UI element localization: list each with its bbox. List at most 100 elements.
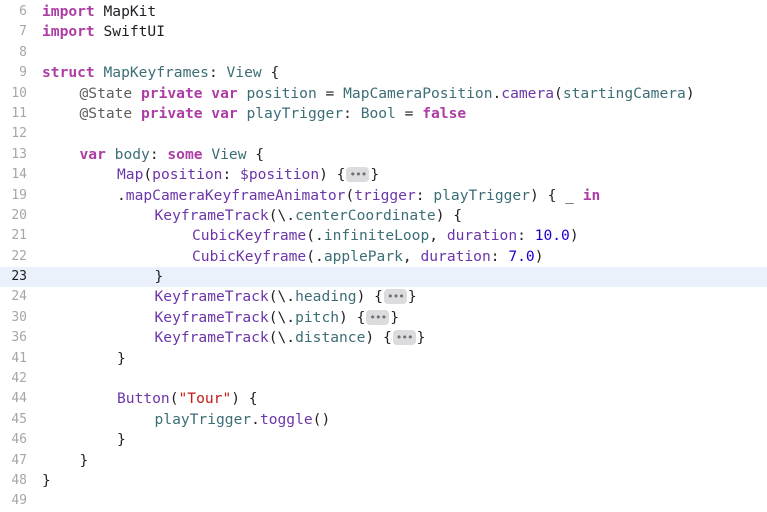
code-text: @State private var position = MapCameraP… [80,84,695,104]
code-line[interactable]: 42 [0,369,767,389]
code-line[interactable]: 46} [0,430,767,450]
code-line[interactable]: 11@State private var playTrigger: Bool =… [0,104,767,124]
line-number: 46 [11,432,27,448]
code-token [106,146,115,163]
code-token: duration [446,227,518,245]
code-line[interactable]: 24 KeyframeTrack(\.heading) {•••} [0,287,767,307]
code-token: ) { [356,288,383,306]
code-token: : [490,247,509,265]
fold-ellipsis-button[interactable]: ••• [366,309,390,325]
code-token: import [42,23,95,41]
code-token: KeyframeTrack [154,308,269,326]
line-number: 36 [11,330,27,346]
code-line[interactable]: 23} [0,267,767,288]
code-token: ) [685,84,695,102]
code-token: . [492,84,502,102]
code-line[interactable]: 19.mapCameraKeyframeAnimator(trigger: pl… [0,186,767,206]
code-line[interactable]: 10 @State private var position = MapCamer… [0,84,767,104]
code-line[interactable]: 12 [0,124,767,144]
code-token: } [117,431,126,449]
code-token: : [149,145,168,163]
code-text: import MapKit [42,2,156,22]
code-token: { [246,145,265,163]
code-token: toggle [259,410,313,428]
code-token: MapCameraPosition [343,84,493,102]
line-number: 10 [11,85,27,101]
code-token: , [402,247,421,265]
line-number: 6 [19,4,27,19]
code-token [95,64,104,81]
fold-ellipsis-button[interactable]: ••• [346,167,370,183]
code-token: private var [141,104,238,122]
line-number: 48 [11,472,27,488]
code-token: duration [420,247,491,265]
code-token: ) { [435,206,463,224]
code-line[interactable]: 36 KeyframeTrack(\.distance) {•••} [0,328,767,348]
code-token: import [42,3,95,20]
code-text: KeyframeTrack(\.heading) {•••} [155,287,417,307]
code-token: MapKeyframes [103,64,209,82]
code-text: var body: some View { [80,145,265,165]
code-token: } [407,288,417,306]
code-token: ( [169,390,179,408]
code-text: KeyframeTrack(\.centerCoordinate) { [155,206,463,226]
line-number: 24 [11,289,27,305]
code-line[interactable]: 6 import MapKit [0,2,767,22]
code-text: CubicKeyframe(.infiniteLoop, duration: 1… [192,226,579,246]
code-token: pitch [295,308,340,326]
code-line[interactable]: 49 [0,491,767,511]
code-token: @State [79,84,133,102]
line-number: 12 [11,126,27,142]
line-number: 8 [19,44,27,60]
code-text: struct MapKeyframes: View { [42,63,279,83]
code-token: heading [295,288,357,306]
code-token: ) { [365,329,392,347]
code-token: . [251,410,260,428]
code-token [132,105,141,122]
code-token: : [222,166,241,184]
code-text: CubicKeyframe(.applePark, duration: 7.0) [192,247,544,267]
code-token: "Tour" [178,390,232,408]
code-token: some [167,145,203,163]
code-token: ) { _ [530,186,583,204]
code-token: ( [554,84,563,102]
code-line[interactable]: 41} [0,349,767,369]
code-token: mapCameraKeyframeAnimator [125,186,346,204]
code-token: : [415,186,434,204]
code-token: } [370,166,380,184]
code-token: View [226,64,262,82]
code-text: } [80,451,89,471]
code-token: : [343,104,361,122]
code-token: ) { [231,390,258,408]
code-token: (\. [268,329,296,347]
code-line[interactable]: 48} [0,471,767,491]
code-token: : [517,227,535,245]
code-line[interactable]: 47} [0,451,767,471]
code-token: : [208,64,227,82]
code-token: body [114,145,150,163]
fold-ellipsis-button[interactable]: ••• [392,330,416,346]
fold-ellipsis-button[interactable]: ••• [383,289,407,305]
code-token: private var [141,84,238,102]
code-token: CubicKeyframe [192,247,307,265]
code-token: camera [501,84,555,102]
code-token: ) { [339,308,366,326]
code-text: Map(position: $position) {•••} [117,165,379,185]
code-text: KeyframeTrack(\.pitch) {•••} [155,308,400,328]
code-text: KeyframeTrack(\.distance) {•••} [155,328,426,348]
code-token [132,85,141,102]
code-line[interactable]: 8 [0,43,767,63]
code-text: Button("Tour") { [117,389,258,409]
line-number: 42 [11,371,27,387]
